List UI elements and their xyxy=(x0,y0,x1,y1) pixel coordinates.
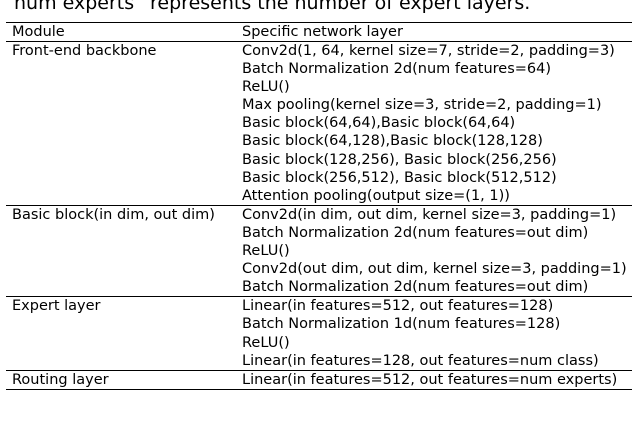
table-header: Module Specific network layer xyxy=(6,22,632,42)
table-row: Routing layer Linear(in features=512, out… xyxy=(6,370,632,390)
layer-list-cell: Linear(in features=512, out features=num… xyxy=(236,370,632,390)
module-name-cell: Basic block(in dim, out dim) xyxy=(6,205,236,298)
layer-list-cell: Conv2d(in dim, out dim, kernel size=3, p… xyxy=(236,205,632,298)
caption-text: num experts” represents the number of ex… xyxy=(14,0,531,14)
layer-line: Basic block(128,256), Basic block(256,25… xyxy=(242,151,557,168)
layer-line: Batch Normalization 2d(num features=out … xyxy=(242,224,589,241)
layer-line: Linear(in features=128, out features=num… xyxy=(242,352,599,369)
layer-line: Batch Normalization 1d(num features=128) xyxy=(242,316,561,333)
layer-line: Linear(in features=512, out features=128… xyxy=(242,298,554,315)
layer-line: Basic block(256,512), Basic block(512,51… xyxy=(242,169,557,186)
table-body: Front-end backbone Conv2d(1, 64, kernel s… xyxy=(6,41,632,390)
layer-list-cell: Conv2d(1, 64, kernel size=7, stride=2, p… xyxy=(236,41,632,206)
header-specific-layer: Specific network layer xyxy=(236,22,632,42)
layer-line: Batch Normalization 2d(num features=64) xyxy=(242,61,552,78)
layer-line: Basic block(64,128),Basic block(128,128) xyxy=(242,133,543,150)
layer-line: Basic block(64,64),Basic block(64,64) xyxy=(242,115,516,132)
module-name-cell: Expert layer xyxy=(6,296,236,371)
layer-line: Conv2d(out dim, out dim, kernel size=3, … xyxy=(242,261,627,278)
layer-line: Conv2d(in dim, out dim, kernel size=3, p… xyxy=(242,206,617,223)
layer-line: ReLU() xyxy=(242,79,290,96)
layer-line: Batch Normalization 2d(num features=out … xyxy=(242,279,589,296)
module-name-cell: Routing layer xyxy=(6,370,236,390)
network-architecture-table: Module Specific network layer Front-end … xyxy=(6,22,632,390)
table-row: Expert layer Linear(in features=512, out … xyxy=(6,296,632,371)
header-module: Module xyxy=(6,22,236,42)
layer-line: Max pooling(kernel size=3, stride=2, pad… xyxy=(242,97,602,114)
table-row: Basic block(in dim, out dim) Conv2d(in di… xyxy=(6,205,632,298)
module-name-cell: Front-end backbone xyxy=(6,41,236,206)
table-row: Front-end backbone Conv2d(1, 64, kernel s… xyxy=(6,41,632,206)
layer-line: Attention pooling(output size=(1, 1)) xyxy=(242,187,510,204)
header-row: Module Specific network layer xyxy=(6,22,632,42)
layer-line: ReLU() xyxy=(242,243,290,260)
layer-line: Conv2d(1, 64, kernel size=7, stride=2, p… xyxy=(242,43,615,59)
layer-line: Linear(in features=512, out features=num… xyxy=(242,371,618,388)
layer-table: Module Specific network layer Front-end … xyxy=(6,22,632,390)
layer-line: ReLU() xyxy=(242,334,290,351)
layer-list-cell: Linear(in features=512, out features=128… xyxy=(236,296,632,371)
